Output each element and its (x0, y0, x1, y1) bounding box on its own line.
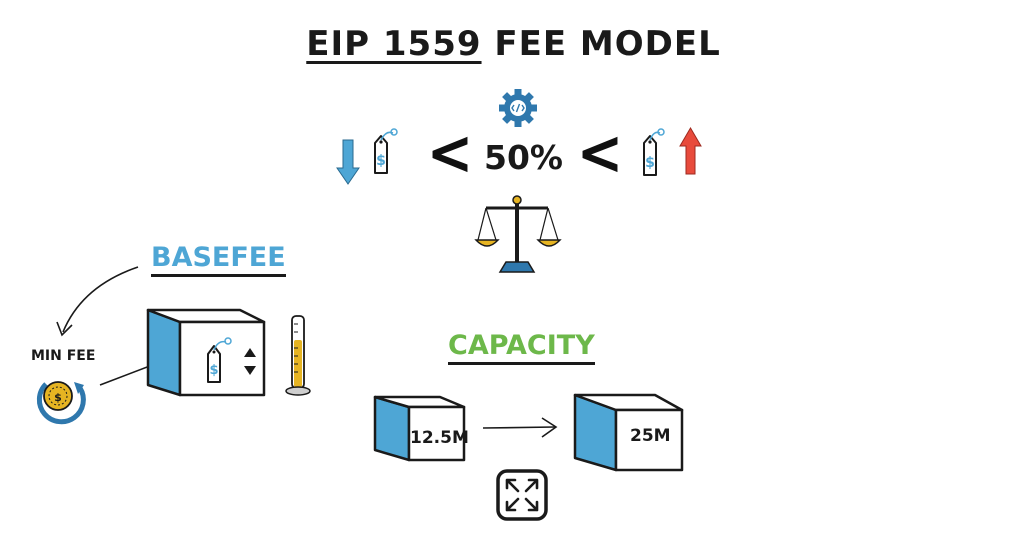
basefee-heading: BASEFEE (151, 242, 286, 278)
coin-cycle-icon: $ (36, 381, 86, 425)
balance-scale-icon (474, 195, 562, 273)
capacity-from-label: 12.5M (410, 428, 469, 448)
less-than-right: < (576, 116, 624, 189)
capacity-arrow (482, 417, 558, 438)
price-tag-icon-left: $ (374, 128, 398, 174)
code-gear-icon (499, 89, 537, 127)
title-eip: EIP 1559 (306, 24, 482, 64)
svg-text:$: $ (209, 363, 218, 378)
thermometer-gauge-icon (285, 315, 311, 396)
up-arrow-icon (679, 127, 702, 175)
capacity-heading: CAPACITY (448, 330, 595, 366)
page-title: EIP 1559 FEE MODEL (0, 24, 1027, 64)
min-fee-label: MIN FEE (31, 348, 96, 364)
price-tag-icon-right: $ (643, 128, 665, 176)
svg-text:$: $ (376, 153, 386, 169)
threshold-percent: 50% (484, 138, 563, 177)
capacity-to-label: 25M (630, 426, 671, 446)
svg-text:$: $ (645, 155, 655, 171)
basefee-block: $ (146, 308, 266, 397)
svg-text:$: $ (54, 391, 62, 404)
basefee-to-minfee-arrow (56, 266, 139, 337)
less-than-left: < (426, 116, 474, 189)
expand-icon (496, 469, 548, 521)
title-rest: FEE MODEL (481, 24, 721, 64)
capacity-block-large (573, 393, 684, 472)
capacity-block-small (373, 395, 466, 462)
down-arrow-icon (336, 139, 360, 185)
